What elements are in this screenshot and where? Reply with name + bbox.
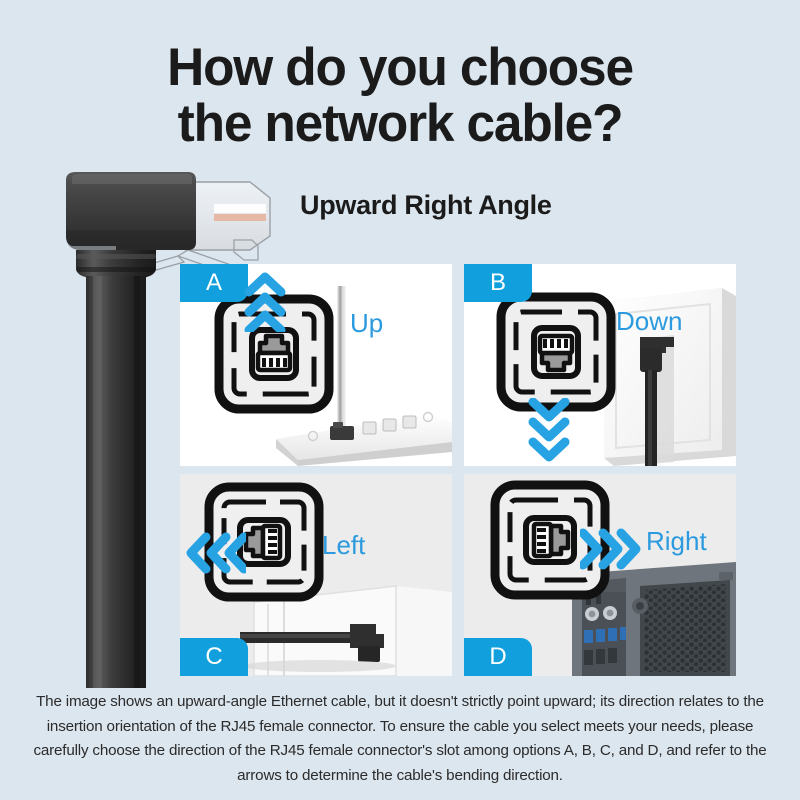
description-paragraph: The image shows an upward-angle Ethernet…: [33, 693, 767, 784]
panel-option-b[interactable]: B: [464, 264, 736, 466]
right-angle-rj45-cable-icon: [38, 168, 298, 688]
scene-router: [180, 264, 452, 466]
chevron-right-icon: [578, 526, 642, 577]
title-line-2: the network cable?: [177, 94, 624, 153]
chevron-down-icon: [526, 397, 572, 466]
panel-d-direction-label: Right: [646, 526, 707, 556]
panel-b-direction-label: Down: [616, 306, 683, 336]
page-title: How do you choose the network cable?: [12, 40, 788, 152]
panel-c-direction-label: Left: [322, 530, 366, 560]
panel-option-a[interactable]: A: [180, 264, 452, 466]
panel-b-badge: B: [464, 264, 532, 302]
subtitle: Upward Right Angle: [300, 190, 552, 220]
panel-d-badge: D: [464, 638, 532, 676]
panel-c-badge: C: [180, 638, 248, 676]
option-grid: A: [180, 264, 764, 680]
panel-a-direction-label: Up: [350, 308, 384, 338]
scene-wall-plate: [464, 264, 736, 466]
panel-a-badge: A: [180, 264, 248, 302]
panel-option-c[interactable]: C: [180, 474, 452, 676]
scene-pc-tower: [464, 474, 736, 676]
rj45-socket-icon-down: [494, 290, 618, 419]
chevron-up-icon: [242, 270, 288, 337]
title-line-1: How do you choose: [167, 38, 634, 97]
rj45-socket-icon-left: [202, 480, 326, 609]
panel-option-d[interactable]: D: [464, 474, 736, 676]
chevron-left-icon: [184, 530, 249, 581]
scene-monitor-stand: [180, 474, 452, 676]
